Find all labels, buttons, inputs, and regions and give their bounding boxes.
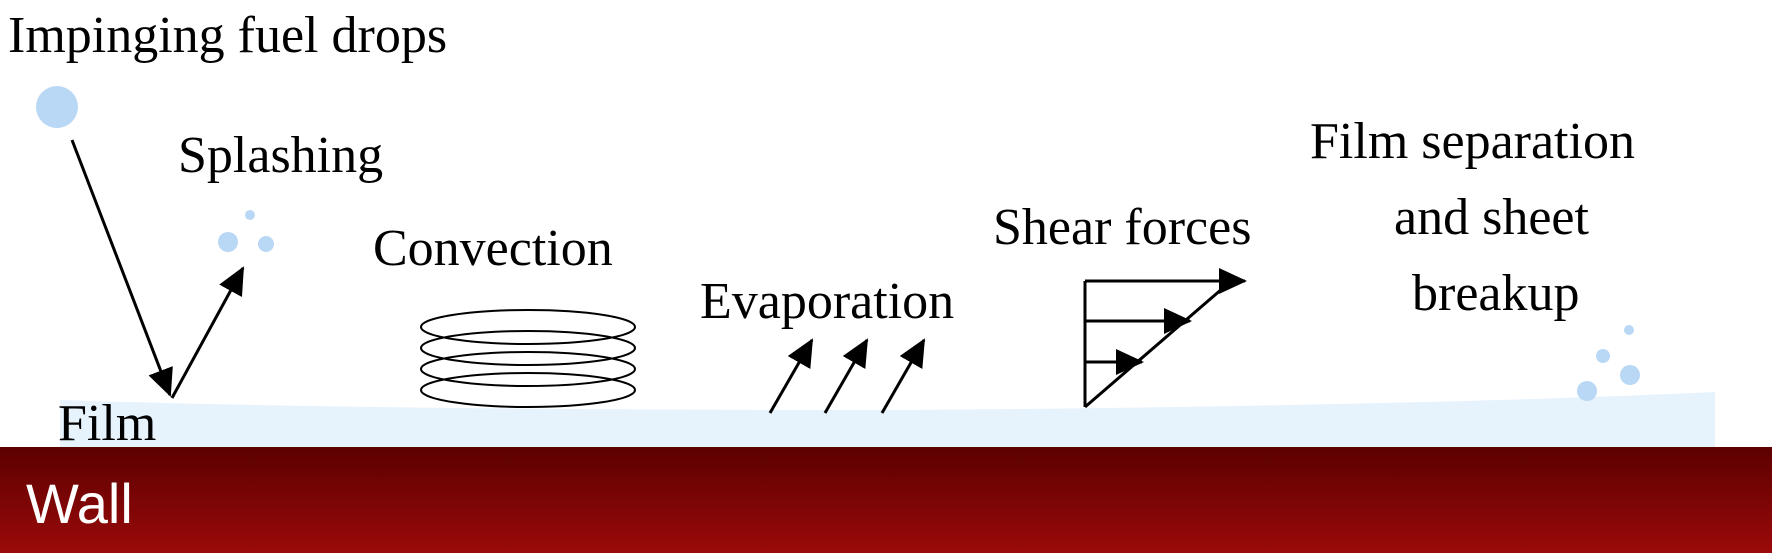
convection-coil-icon — [420, 309, 636, 408]
separation-label-line3: breakup — [1412, 265, 1579, 322]
shear-profile-icon — [1083, 268, 1247, 409]
breakup-droplet — [1620, 365, 1640, 385]
breakup-droplet — [1577, 381, 1597, 401]
impact-arrow — [70, 139, 173, 397]
evaporation-label: Evaporation — [700, 273, 954, 330]
splash-droplet — [258, 236, 274, 252]
separation-label-line2: and sheet — [1394, 189, 1589, 246]
breakup-droplet — [1596, 349, 1610, 363]
evaporation-arrow — [880, 338, 926, 414]
splashing-label: Splashing — [178, 127, 383, 184]
evaporation-arrow — [823, 338, 869, 414]
evaporation-arrow — [768, 338, 814, 414]
film-label: Film — [58, 395, 156, 452]
impinging-drop — [36, 86, 78, 128]
convection-label: Convection — [373, 220, 613, 277]
impinging-label: Impinging fuel drops — [8, 7, 447, 64]
fuel-film — [60, 392, 1715, 447]
rebound-arrow — [170, 266, 245, 399]
evaporation-arrows — [768, 338, 926, 414]
breakup-droplet — [1624, 325, 1634, 335]
wall-block — [0, 447, 1772, 553]
wall-label: Wall — [26, 472, 133, 535]
separation-label-line1: Film separation — [1310, 113, 1635, 170]
shear-label: Shear forces — [993, 199, 1251, 256]
splash-droplet — [245, 210, 255, 220]
splash-droplet — [218, 232, 238, 252]
